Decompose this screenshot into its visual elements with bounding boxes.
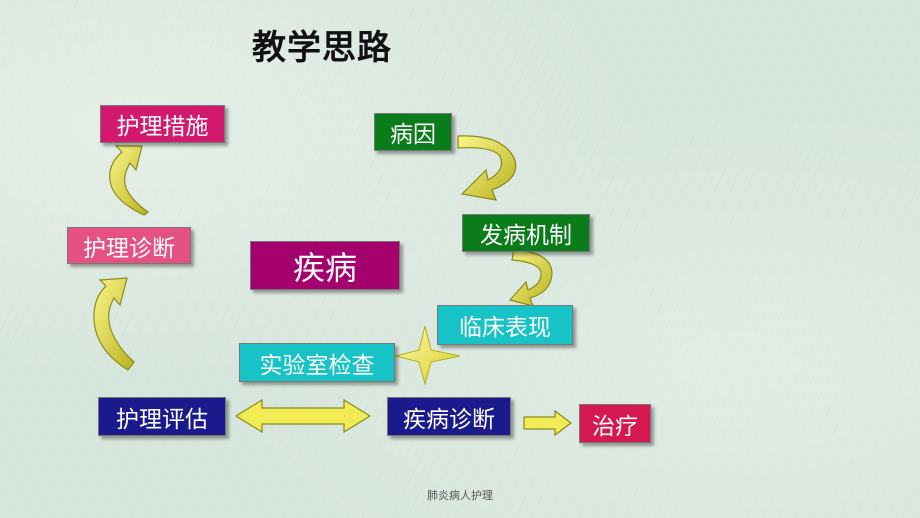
box-nursing-assessment: 护理评估 (98, 397, 226, 436)
curved-arrow-icon (457, 135, 517, 201)
box-etiology: 病因 (374, 113, 452, 151)
box-clinical-manifestations: 临床表现 (437, 305, 573, 345)
box-nursing-measures: 护理措施 (100, 105, 225, 143)
right-arrow-icon (523, 409, 572, 437)
box-pathogenesis: 发病机制 (462, 214, 590, 252)
box-nursing-diagnosis: 护理诊断 (67, 227, 191, 264)
slide-footer: 肺炎病人护理 (427, 489, 493, 502)
box-treatment: 治疗 (579, 404, 651, 443)
box-disease: 疾病 (250, 241, 400, 290)
curved-arrow-icon (508, 249, 553, 307)
curved-arrow-icon (93, 277, 135, 371)
box-disease-diagnosis: 疾病诊断 (387, 397, 511, 436)
curved-arrow-icon (109, 145, 150, 216)
double-arrow-icon (234, 398, 372, 434)
slide-title: 教学思路 (252, 28, 392, 68)
star-icon (394, 325, 461, 386)
box-lab-tests: 实验室检查 (239, 343, 395, 382)
